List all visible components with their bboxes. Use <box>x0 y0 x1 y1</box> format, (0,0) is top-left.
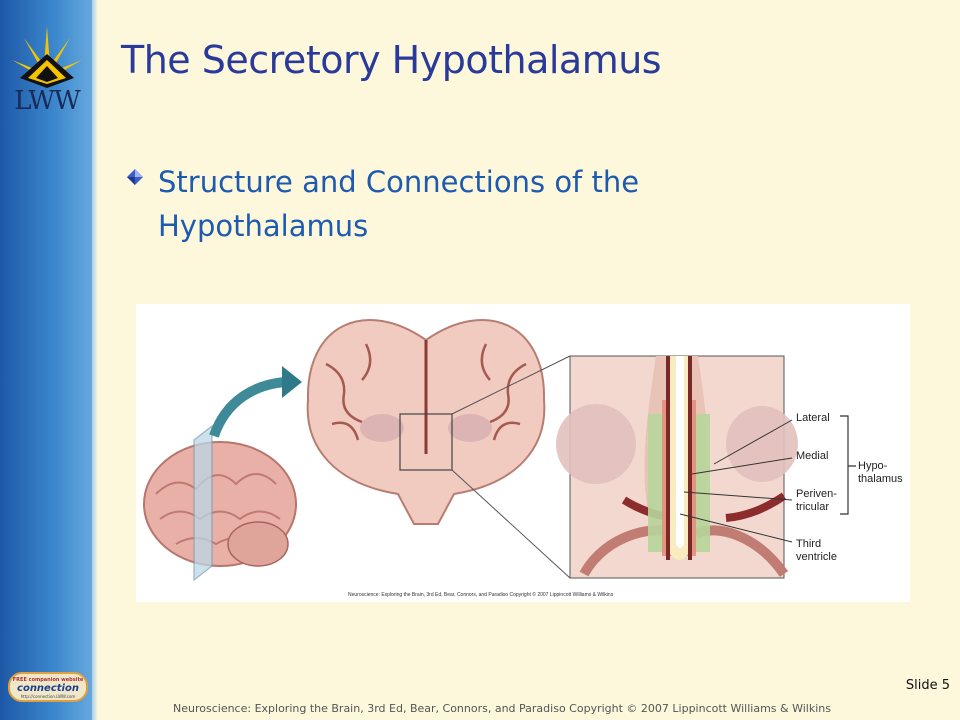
label-hypothalamus: Hypo- thalamus <box>858 460 903 485</box>
logo-text: LWW <box>14 86 80 116</box>
diamond-bullet-icon <box>127 169 143 185</box>
starburst-logo-icon <box>12 26 82 88</box>
figure-credit: Neuroscience: Exploring the Brain, 3rd E… <box>348 592 614 598</box>
footer-copyright: Neuroscience: Exploring the Brain, 3rd E… <box>173 702 831 715</box>
slide-title: The Secretory Hypothalamus <box>121 38 662 82</box>
bullet-text: Structure and Connections of the Hypotha… <box>158 165 640 243</box>
badge-url-text: http://connection.LWW.com <box>20 694 76 699</box>
label-lateral: Lateral <box>796 412 830 424</box>
hypothalamus-figure: Lateral Medial Periven- tricular Third v… <box>136 304 910 602</box>
label-periventricular: Periven- tricular <box>796 488 837 513</box>
sidebar-edge <box>92 0 98 720</box>
badge-top-text: FREE companion website <box>12 677 84 683</box>
badge-main-text: connection <box>17 683 79 694</box>
label-medial: Medial <box>796 450 829 462</box>
figure-illustration <box>143 319 856 582</box>
slide-number: Slide 5 <box>905 678 950 693</box>
companion-website-badge[interactable]: FREE companion website connection http:/… <box>8 672 88 702</box>
label-third-ventricle: Third ventricle <box>796 538 837 563</box>
sidebar <box>0 0 96 720</box>
